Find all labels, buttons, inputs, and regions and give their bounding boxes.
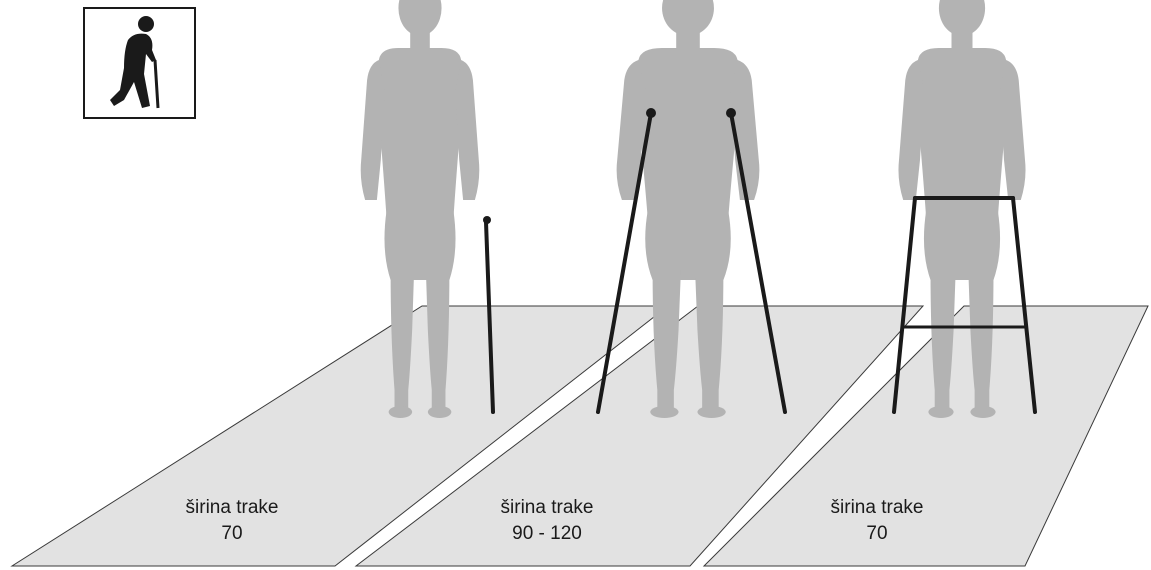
lane-crutches-width: 90 - 120 — [512, 523, 582, 544]
lane-walker-label: širina trake — [831, 497, 924, 518]
lane-crutches-label: širina trake — [501, 497, 594, 518]
lane-cane-width: 70 — [221, 523, 242, 544]
elderly-person-with-cane-icon — [84, 8, 195, 118]
lane-walker-width: 70 — [866, 523, 887, 544]
lane-cane-label: širina trake — [186, 497, 279, 518]
